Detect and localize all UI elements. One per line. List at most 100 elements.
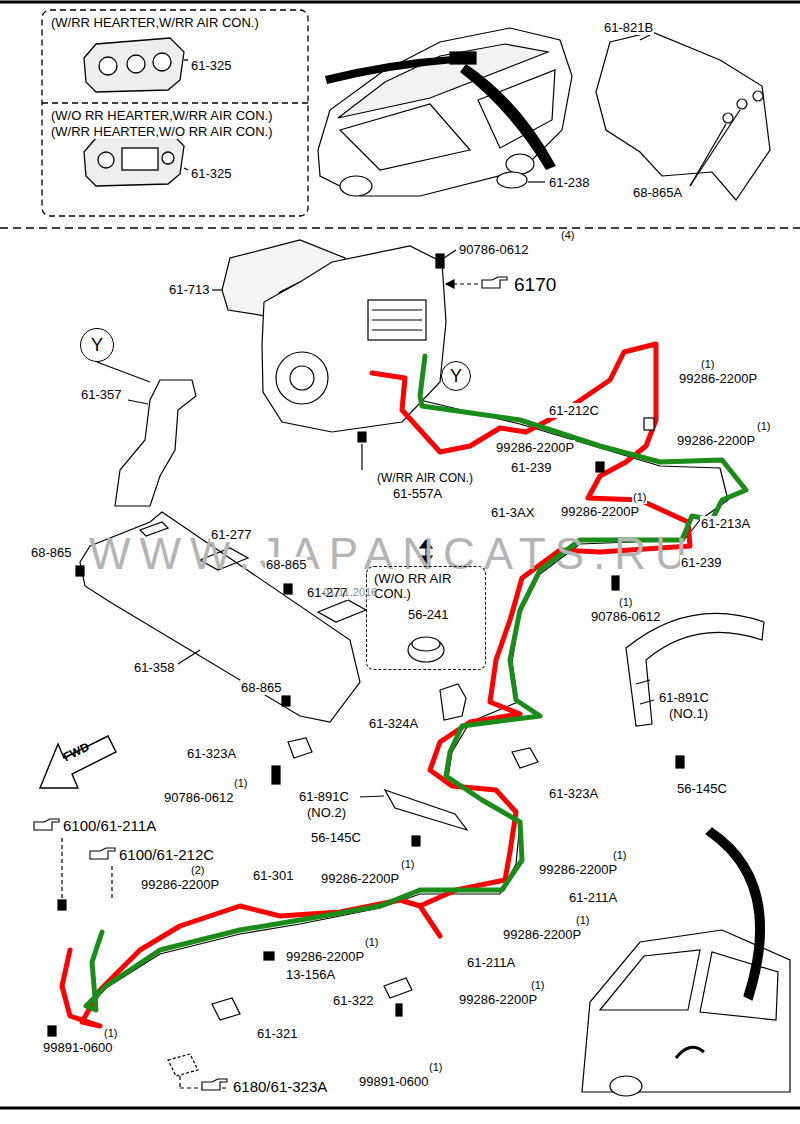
- swoosh: [706, 828, 764, 1000]
- part-number: (NO.2): [306, 805, 347, 820]
- core: [368, 300, 426, 340]
- swoosh: [325, 56, 454, 84]
- clamp: [644, 418, 654, 430]
- quantity-number: (1): [428, 1061, 443, 1074]
- clamp: [596, 462, 604, 472]
- leader: [528, 181, 545, 182]
- part-number: 61-301: [252, 868, 294, 883]
- reference-circle: Y: [80, 328, 114, 362]
- part-number: 61-557A: [392, 486, 443, 501]
- wheel: [610, 1076, 642, 1096]
- van-window: [340, 104, 470, 170]
- part-number: 61-211A: [568, 890, 618, 905]
- reference-line: [111, 866, 112, 900]
- bolt: [436, 254, 444, 268]
- reference-line: [61, 838, 62, 898]
- part-number: Y: [91, 335, 103, 355]
- part-number: 61-325: [190, 58, 232, 73]
- quantity-number: (1): [364, 936, 379, 949]
- part-number: 99286-2200P: [676, 433, 756, 448]
- part-number: 99286-2200P: [140, 877, 220, 892]
- wheel: [506, 154, 534, 174]
- part-number: 13-156A: [285, 967, 336, 982]
- panel: [596, 32, 770, 200]
- part-number: 56-145C: [676, 781, 728, 796]
- option-box: (W/O RR HEARTER,W/RR AIR CON.)(W/RR HEAR…: [44, 104, 306, 214]
- part-number: 90786-0612: [458, 242, 529, 257]
- part-number: 68-865: [30, 545, 72, 560]
- bottom-rule: [0, 1107, 800, 1110]
- fin: [372, 319, 422, 320]
- pin: [676, 756, 684, 768]
- part-number: 61-325: [190, 166, 232, 181]
- quantity-number: (4): [560, 229, 575, 242]
- part-number: 90786-0612: [163, 790, 234, 805]
- valve: [358, 432, 366, 442]
- part-number: 61-891C: [658, 690, 710, 705]
- hand-icon: [34, 819, 59, 830]
- condition-note: (W/O RR AIR CON.): [373, 571, 479, 601]
- condition-note: (W/O RR HEARTER,W/RR AIR CON.): [50, 108, 273, 123]
- hand-icon: [202, 1079, 227, 1090]
- leader: [184, 168, 188, 170]
- leader: [212, 289, 222, 290]
- part-number: 99891-0600: [42, 1040, 113, 1055]
- part-number: 99286-2200P: [502, 927, 582, 942]
- fwd-arrow: [40, 736, 116, 788]
- watermark: 01.11.2016: [322, 586, 378, 599]
- part-number: 61-238: [548, 175, 590, 190]
- plug: [408, 638, 444, 662]
- part-number: 6100/61-212C: [118, 846, 215, 863]
- part-number: 68-865: [240, 680, 282, 695]
- part-number: 61-239: [510, 460, 552, 475]
- part-number: 99286-2200P: [495, 440, 575, 455]
- clip: [737, 99, 747, 109]
- clip: [58, 900, 66, 910]
- bracket: [168, 1054, 198, 1076]
- knob: [99, 57, 117, 75]
- reference-line: [179, 1076, 180, 1088]
- duct: [115, 380, 196, 506]
- part-number: 61-3AX: [490, 505, 535, 520]
- part-number: 61-821B: [603, 20, 654, 35]
- pin: [412, 836, 420, 846]
- arrowhead: [446, 280, 454, 288]
- switch-body: [84, 38, 184, 92]
- part-number: 61-212C: [548, 403, 600, 418]
- grommet: [497, 172, 527, 188]
- quantity-number: (1): [756, 420, 771, 433]
- blower: [276, 352, 328, 404]
- reference-hands: [34, 277, 507, 1090]
- quantity-number: (1): [618, 596, 633, 609]
- part-number: 61-321: [256, 1026, 298, 1041]
- van-roof: [338, 44, 548, 118]
- bracket: [288, 738, 312, 758]
- blower: [290, 366, 314, 390]
- outlet: [318, 600, 366, 622]
- option-box: (W/O RR AIR CON.)56-241: [366, 566, 486, 670]
- leader: [444, 250, 456, 258]
- part-number: 6170: [513, 274, 557, 296]
- quantity-number: (1): [530, 979, 545, 992]
- swoosh: [460, 64, 556, 170]
- part-number: 61-358: [133, 660, 175, 675]
- fastener: [282, 696, 290, 706]
- hand-icon: [482, 277, 507, 288]
- part-number: 61-713: [168, 282, 210, 297]
- fender-liner: [626, 613, 764, 726]
- part-number: 99286-2200P: [678, 371, 758, 386]
- leader: [361, 444, 362, 470]
- part-number: 68-865A: [632, 185, 683, 200]
- leader: [690, 110, 740, 186]
- bracket: [384, 978, 412, 998]
- part-number: 6180/61-323A: [232, 1078, 328, 1095]
- part-number: 61-322: [332, 993, 374, 1008]
- part-number: 61-213A: [700, 516, 751, 531]
- clip: [396, 1004, 402, 1016]
- part-number: (W/RR HEARTER,W/O RR AIR CON.): [50, 124, 273, 139]
- knob: [127, 55, 145, 73]
- hand-icon: [90, 848, 115, 859]
- quantity-number: (1): [400, 858, 415, 871]
